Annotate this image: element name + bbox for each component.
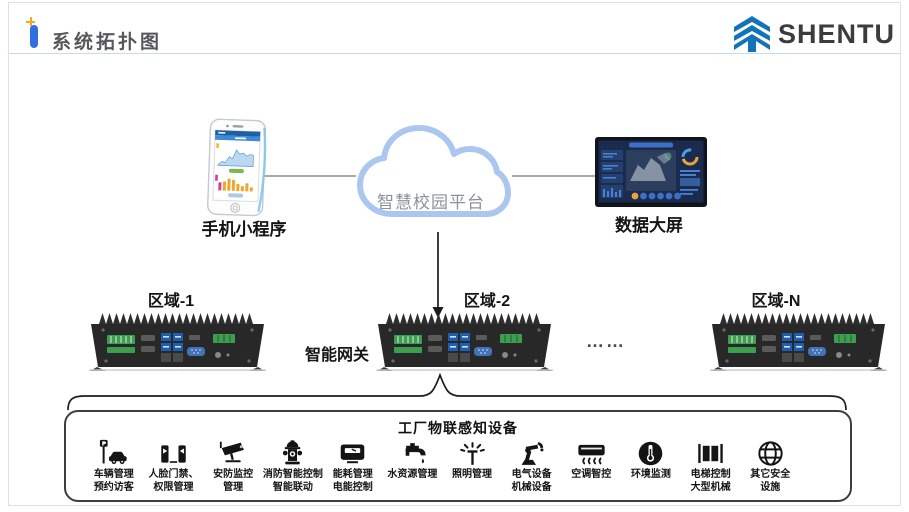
device-label: 电梯控制大型机械 [690, 469, 731, 493]
zone-1-label: 区域-1 [147, 293, 195, 310]
device-item: 环境监测 [621, 439, 681, 482]
gateway-label: 智能网关 [304, 347, 369, 364]
face-access-icon [159, 439, 188, 468]
device-item: 人脸门禁、权限管理 [144, 439, 204, 494]
device-item: 空调智控 [561, 439, 621, 482]
device-item: 电气设备机械设备 [502, 439, 562, 494]
cctv-icon [219, 439, 248, 468]
energy-meter-icon [338, 439, 367, 468]
gateway-zone-1 [85, 311, 270, 371]
spark-icon [26, 17, 35, 26]
brand-name: SHENTU [777, 18, 895, 49]
dashboard-screen-illustration [595, 137, 707, 208]
lighting-icon [458, 439, 487, 468]
air-conditioner-icon [577, 439, 606, 468]
page-title: 系统拓扑图 [52, 32, 163, 53]
vehicle-icon [99, 439, 128, 468]
device-item: 安防监控管理 [203, 439, 263, 494]
device-item: 能耗管理电能控制 [323, 439, 383, 494]
device-item: 其它安全设施 [740, 439, 800, 494]
phone-label: 手机小程序 [201, 220, 287, 239]
device-label: 安防监控管理 [213, 469, 254, 493]
shentu-chevron-icon [733, 16, 770, 52]
device-label: 空调智控 [571, 469, 612, 480]
device-label: 消防智能控制智能联动 [262, 469, 323, 493]
device-label: 人脸门禁、权限管理 [148, 469, 199, 493]
device-box-title: 工厂物联感知设备 [398, 420, 518, 436]
device-item: 照明管理 [442, 439, 502, 482]
device-label: 照明管理 [452, 469, 493, 480]
gateway-zone-2 [372, 311, 557, 371]
more-gateways-ellipsis: …… [586, 331, 626, 351]
gateway-zone-n [706, 311, 891, 371]
cloud-shape [352, 117, 512, 231]
water-tap-icon [398, 439, 427, 468]
device-item: 车辆管理预约访客 [84, 439, 144, 494]
device-label: 环境监测 [630, 469, 671, 480]
zone-n-label: 区域-N [751, 293, 801, 310]
elevator-icon [696, 439, 725, 468]
cloud-platform-label: 智慧校园平台 [377, 193, 485, 212]
device-label: 水资源管理 [387, 469, 438, 480]
device-row: 车辆管理预约访客人脸门禁、权限管理安防监控管理消防智能控制智能联动能耗管理电能控… [66, 438, 850, 494]
phone-illustration [205, 118, 270, 220]
device-label: 能耗管理电能控制 [332, 469, 373, 493]
robot-arm-icon [517, 439, 546, 468]
iot-device-box: 工厂物联感知设备 车辆管理预约访客人脸门禁、权限管理安防监控管理消防智能控制智能… [64, 410, 852, 502]
header-divider [9, 53, 900, 54]
env-monitor-icon [636, 439, 665, 468]
device-label: 车辆管理预约访客 [93, 469, 134, 493]
device-item: 消防智能控制智能联动 [263, 439, 323, 494]
zone-2-label: 区域-2 [463, 293, 511, 310]
brand-logo: SHENTU [732, 14, 895, 54]
screen-label: 数据大屏 [615, 216, 683, 235]
device-item: 水资源管理 [383, 439, 443, 482]
device-label: 电气设备机械设备 [511, 469, 552, 493]
info-bar-icon [30, 25, 38, 48]
safety-icon [756, 439, 785, 468]
fire-hydrant-icon [278, 439, 307, 468]
device-item: 电梯控制大型机械 [681, 439, 741, 494]
device-label: 其它安全设施 [750, 469, 791, 493]
